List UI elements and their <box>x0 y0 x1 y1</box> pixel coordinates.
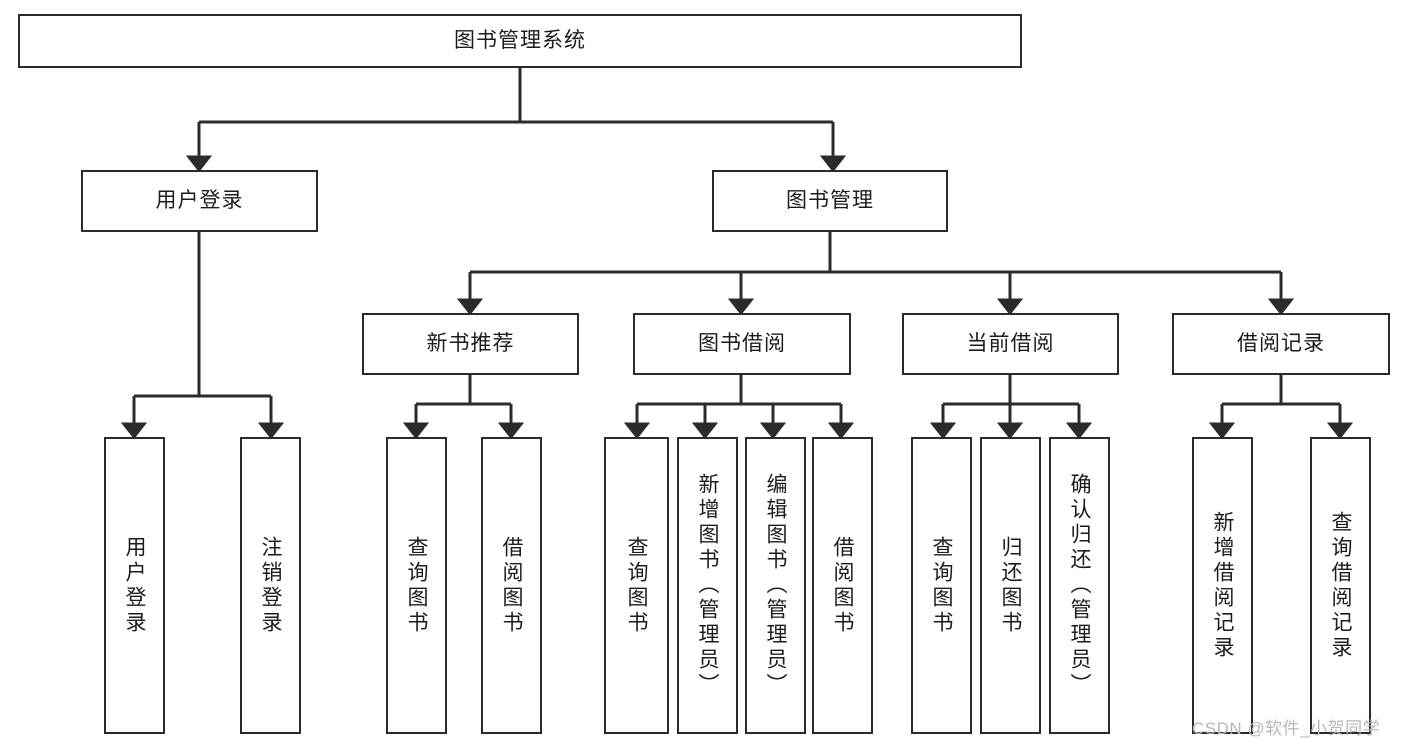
node-book-borrow[interactable]: 图书借阅 <box>633 313 851 375</box>
node-label: 新增借阅记录 <box>1211 510 1234 661</box>
leaf-lend-book[interactable]: 借阅图书 <box>812 437 873 734</box>
node-label: 借阅图书 <box>831 535 854 636</box>
node-label: 查询借阅记录 <box>1329 510 1352 661</box>
node-user-login[interactable]: 用户登录 <box>81 170 318 232</box>
node-label: 新书推荐 <box>426 332 515 356</box>
leaf-query-borrow-record[interactable]: 查询借阅记录 <box>1310 437 1371 734</box>
node-label: 借阅记录 <box>1237 332 1325 356</box>
node-new-book-recommend[interactable]: 新书推荐 <box>362 313 579 375</box>
leaf-query-books-current[interactable]: 查询图书 <box>911 437 972 734</box>
node-label: 确认归还（管理员） <box>1068 473 1091 698</box>
node-current-borrow[interactable]: 当前借阅 <box>902 313 1119 375</box>
node-label: 归还图书 <box>999 535 1022 636</box>
leaf-edit-book-admin[interactable]: 编辑图书（管理员） <box>745 437 806 734</box>
node-label: 用户登录 <box>155 189 244 213</box>
leaf-user-login[interactable]: 用户登录 <box>104 437 165 734</box>
leaf-add-book-admin[interactable]: 新增图书（管理员） <box>677 437 738 734</box>
node-label: 图书管理 <box>786 189 874 213</box>
leaf-query-books-borrow[interactable]: 查询图书 <box>604 437 669 734</box>
node-root-system[interactable]: 图书管理系统 <box>18 14 1022 68</box>
node-label: 当前借阅 <box>966 332 1055 356</box>
node-label: 用户登录 <box>123 535 146 636</box>
leaf-borrow-books-new[interactable]: 借阅图书 <box>481 437 542 734</box>
leaf-return-book[interactable]: 归还图书 <box>980 437 1041 734</box>
node-label: 查询图书 <box>930 535 953 636</box>
node-label: 编辑图书（管理员） <box>764 473 787 698</box>
leaf-confirm-return-admin[interactable]: 确认归还（管理员） <box>1049 437 1110 734</box>
node-borrow-records[interactable]: 借阅记录 <box>1172 313 1390 375</box>
node-label: 注销登录 <box>259 535 282 636</box>
node-label: 图书管理系统 <box>454 29 586 53</box>
node-label: 图书借阅 <box>698 332 786 356</box>
node-label: 新增图书（管理员） <box>696 473 719 698</box>
leaf-logout[interactable]: 注销登录 <box>240 437 301 734</box>
node-label: 查询图书 <box>625 535 648 636</box>
node-label: 借阅图书 <box>500 535 523 636</box>
leaf-add-borrow-record[interactable]: 新增借阅记录 <box>1192 437 1253 734</box>
node-label: 查询图书 <box>405 535 428 636</box>
leaf-query-books-new[interactable]: 查询图书 <box>386 437 447 734</box>
node-book-management[interactable]: 图书管理 <box>712 170 948 232</box>
